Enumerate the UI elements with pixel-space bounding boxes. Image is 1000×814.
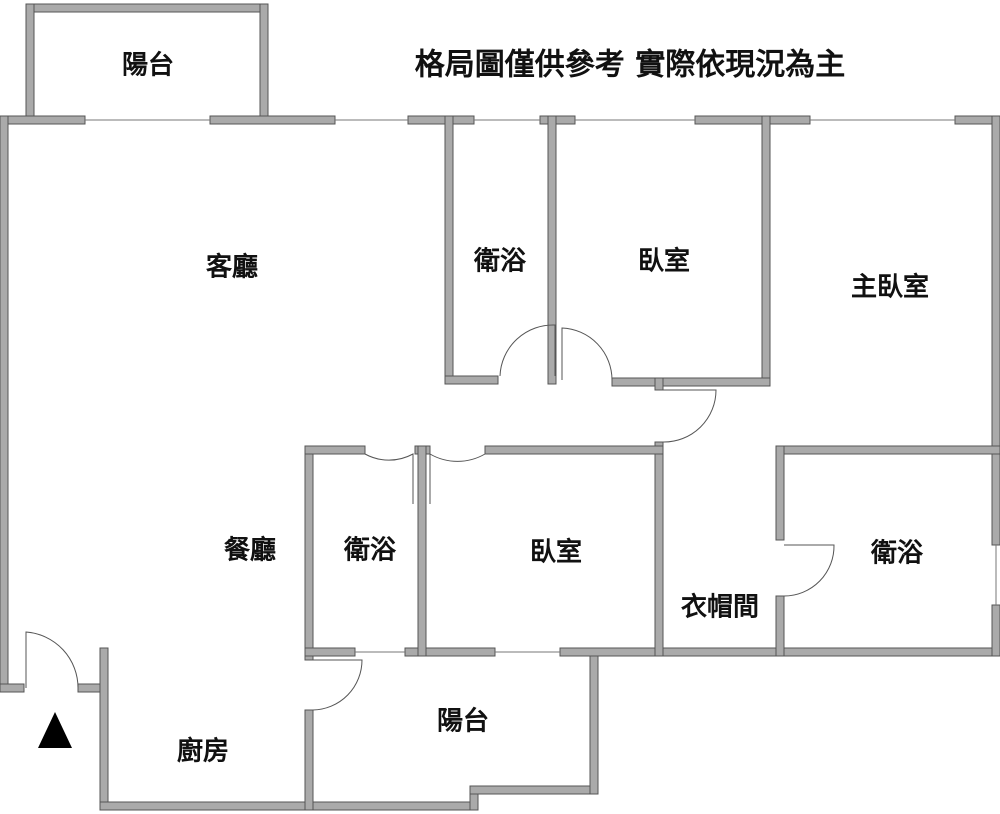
room-master-bath: 衛浴 (870, 539, 924, 569)
windows (85, 119, 997, 653)
north-arrow-icon (38, 712, 72, 748)
room-balcony-top: 陽台 (122, 50, 174, 81)
room-kitchen: 廚房 (177, 736, 229, 767)
room-balcony-bottom: 陽台 (437, 706, 489, 737)
room-bath-upper: 衛浴 (473, 247, 527, 277)
walls (0, 3, 1000, 811)
room-bath-lower: 衛浴 (343, 536, 397, 566)
room-living-room: 客廳 (206, 252, 258, 283)
disclaimer-title: 格局圖僅供參考 實際依現況為主 (415, 48, 845, 83)
room-dining-room: 餐廳 (224, 535, 276, 566)
room-bedroom-upper: 臥室 (638, 246, 690, 277)
room-walk-in-closet: 衣帽間 (681, 592, 759, 623)
doors (25, 324, 835, 711)
room-bedroom-lower: 臥室 (530, 537, 582, 568)
room-master-bedroom: 主臥室 (851, 272, 929, 303)
